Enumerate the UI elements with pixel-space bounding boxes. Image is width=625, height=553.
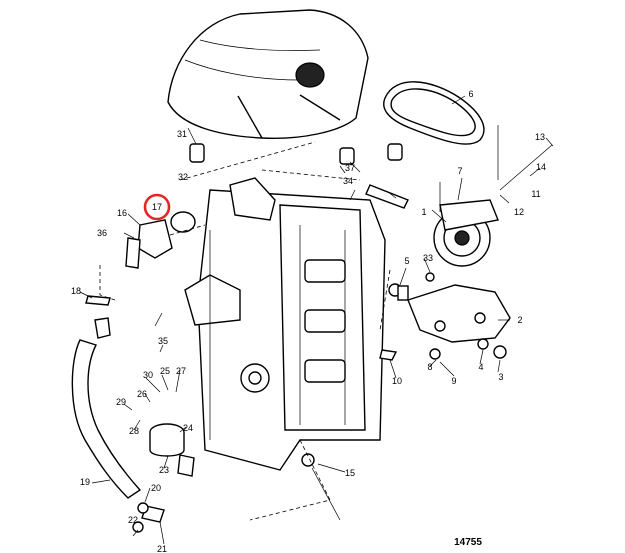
callout-18: 18: [71, 286, 81, 296]
callout-32: 32: [178, 172, 188, 182]
callout-28: 28: [129, 426, 139, 436]
callout-27: 27: [176, 366, 186, 376]
callout-12: 12: [514, 207, 524, 217]
callout-33: 33: [423, 253, 433, 263]
callout-11: 11: [531, 189, 540, 199]
callout-4: 4: [478, 362, 483, 372]
callout-36: 36: [97, 228, 107, 238]
callout-3: 3: [498, 372, 503, 382]
callout-10: 10: [392, 376, 402, 386]
callout-5: 5: [404, 256, 409, 266]
alternator-icon: [407, 199, 511, 343]
hose-icon: [71, 295, 142, 499]
callout-13: 13: [535, 132, 545, 142]
engine-block-icon: [184, 177, 386, 471]
callout-31: 31: [177, 129, 187, 139]
highlight-ring: [143, 193, 171, 221]
callout-6: 6: [468, 89, 473, 99]
callout-37: 37: [345, 163, 355, 173]
callout-25: 25: [160, 366, 170, 376]
callout-17: 17: [152, 202, 162, 212]
flywheel-cover-icon: [167, 9, 369, 140]
callout-30: 30: [143, 370, 153, 380]
oil-filter-icon: [149, 423, 195, 477]
callout-20: 20: [151, 483, 161, 493]
figure-id: 14755: [454, 537, 482, 548]
callout-16: 16: [117, 208, 127, 218]
leader-lines: [79, 95, 554, 545]
callout-22: 22: [128, 515, 138, 525]
callout-26: 26: [137, 389, 147, 399]
callout-35: 35: [158, 336, 168, 346]
hardware-icon: [189, 125, 553, 361]
callout-7: 7: [457, 166, 462, 176]
assembly-lines: [99, 141, 391, 521]
callout-9: 9: [451, 376, 456, 386]
callout-15: 15: [345, 468, 355, 478]
callout-14: 14: [536, 162, 546, 172]
drive-belt-icon: [383, 81, 485, 145]
callout-24: 24: [183, 423, 193, 433]
callout-8: 8: [427, 362, 432, 372]
callout-34: 34: [343, 176, 353, 186]
callout-21: 21: [157, 544, 167, 553]
callout-23: 23: [159, 465, 169, 475]
thermostat-housing-icon: [125, 211, 196, 269]
callout-2: 2: [517, 315, 522, 325]
callout-29: 29: [116, 397, 126, 407]
callout-19: 19: [80, 477, 90, 487]
callout-1: 1: [421, 207, 426, 217]
